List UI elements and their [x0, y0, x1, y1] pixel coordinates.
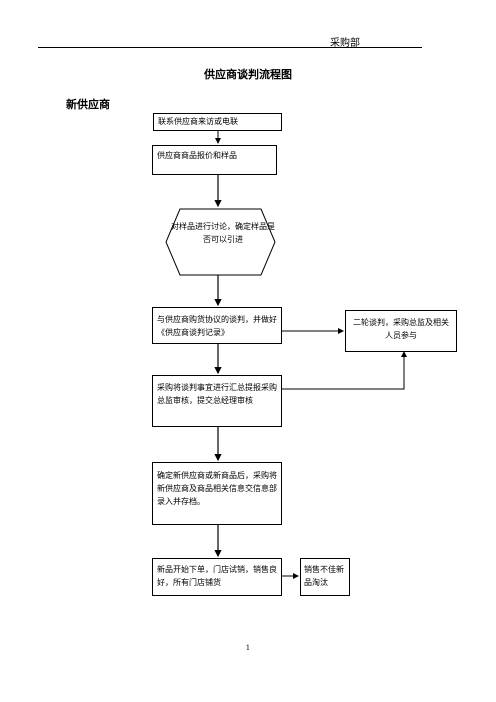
section-heading: 新供应商	[66, 98, 110, 111]
flow-step-quote-and-samples: 供应商商品报价和样品	[152, 145, 277, 175]
page-title: 供应商谈判流程图	[204, 68, 292, 81]
flow-step-eliminate: 销售不佳新品淘汰	[300, 558, 350, 596]
flow-step-negotiation: 与供应商购货协议的谈判，并做好《供应商谈判记录》	[152, 307, 282, 344]
flow-decision-text: 对样品进行讨论，确定样品是否可以引进	[171, 222, 275, 244]
page-number: 1	[245, 644, 251, 652]
department-header: 采购部	[330, 38, 360, 49]
flow-step-contact-supplier: 联系供应商来访或电联	[153, 113, 282, 131]
flow-step-report-review: 采购将谈判事宜进行汇总提报采购总监审核，提交总经理审核	[152, 375, 282, 427]
flow-side-second-round: 二轮谈判，采购总监及相关人员参与	[345, 310, 457, 352]
flow-step-trial-sales: 新品开始下单，门店试销，销售良好，所有门店铺货	[152, 558, 282, 596]
header-rule	[38, 47, 422, 48]
decision-hexagon	[165, 208, 276, 276]
flow-step-confirm-supplier: 确定新供应商或新商品后，采购将新供应商及商品相关信息交信息部录入并存档。	[152, 462, 282, 525]
